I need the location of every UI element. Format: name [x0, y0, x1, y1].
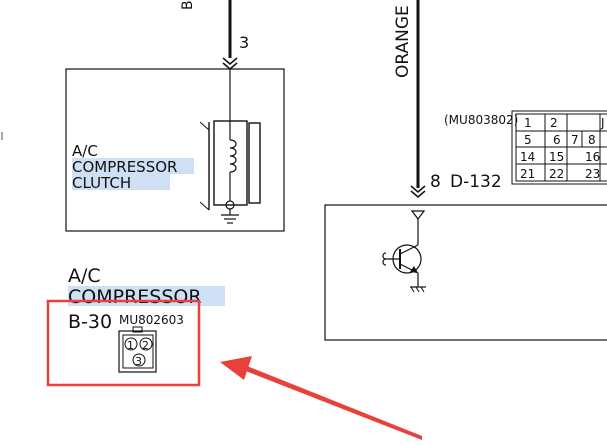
d132-cell: 8 — [588, 133, 596, 147]
d132-cell: 21 — [520, 167, 535, 181]
clutch-label-line2: COMPRESSOR — [72, 158, 177, 176]
annotation-box — [46, 299, 201, 387]
connector-d132-pin: 8 — [430, 172, 441, 192]
annotation-arrow — [220, 356, 422, 440]
clutch-box — [65, 68, 285, 232]
d132-cell: 14 — [520, 150, 535, 164]
d132-cell: 15 — [549, 150, 564, 164]
compressor-label-line1: A/C — [68, 265, 101, 287]
d132-cell: J — [600, 116, 605, 130]
d132-cell: 7 — [571, 133, 579, 147]
clutch-label-highlight-2 — [72, 174, 170, 190]
connector-d132-part: (MU803802) — [444, 113, 518, 127]
d132-cell: 23 — [585, 167, 600, 181]
wire-color-label-top: B W — [180, 0, 196, 10]
d132-cell: 5 — [524, 133, 532, 147]
ecu-box — [324, 204, 607, 341]
connector-chevron-upper — [222, 57, 238, 65]
connector-b30-face: 1 2 3 — [118, 326, 157, 373]
compressor-label-line2: COMPRESSOR — [68, 286, 202, 308]
d132-cell: 1 — [524, 116, 532, 130]
connector-b30-id: B-30 — [68, 311, 112, 333]
connector-d132-table: 1 2 J 5 6 7 8 14 15 16 21 22 23 — [511, 110, 607, 185]
connector-d132-id: D-132 — [450, 172, 502, 192]
wire-color-label-orange: ORANGE — [393, 5, 413, 78]
clutch-label-line3: CLUTCH — [72, 174, 131, 192]
wire-pin-label: 3 — [239, 33, 249, 52]
connector-d132-chevron-1 — [410, 185, 426, 193]
d132-cell: 16 — [585, 150, 600, 164]
connector-b30-part: MU802603 — [119, 313, 184, 327]
clutch-label-line1: A/C — [72, 142, 98, 160]
d132-cell: 22 — [549, 167, 564, 181]
clutch-label-highlight — [72, 158, 194, 174]
connector-d132-chevron-2 — [410, 190, 426, 198]
d132-cell: 6 — [553, 133, 561, 147]
b30-pin-3: 3 — [135, 355, 142, 368]
transistor-symbol — [382, 210, 426, 293]
b30-pin-1: 1 — [127, 339, 134, 352]
b30-pin-2: 2 — [142, 339, 149, 352]
clutch-symbol — [199, 120, 261, 224]
d132-cell: 2 — [550, 116, 558, 130]
